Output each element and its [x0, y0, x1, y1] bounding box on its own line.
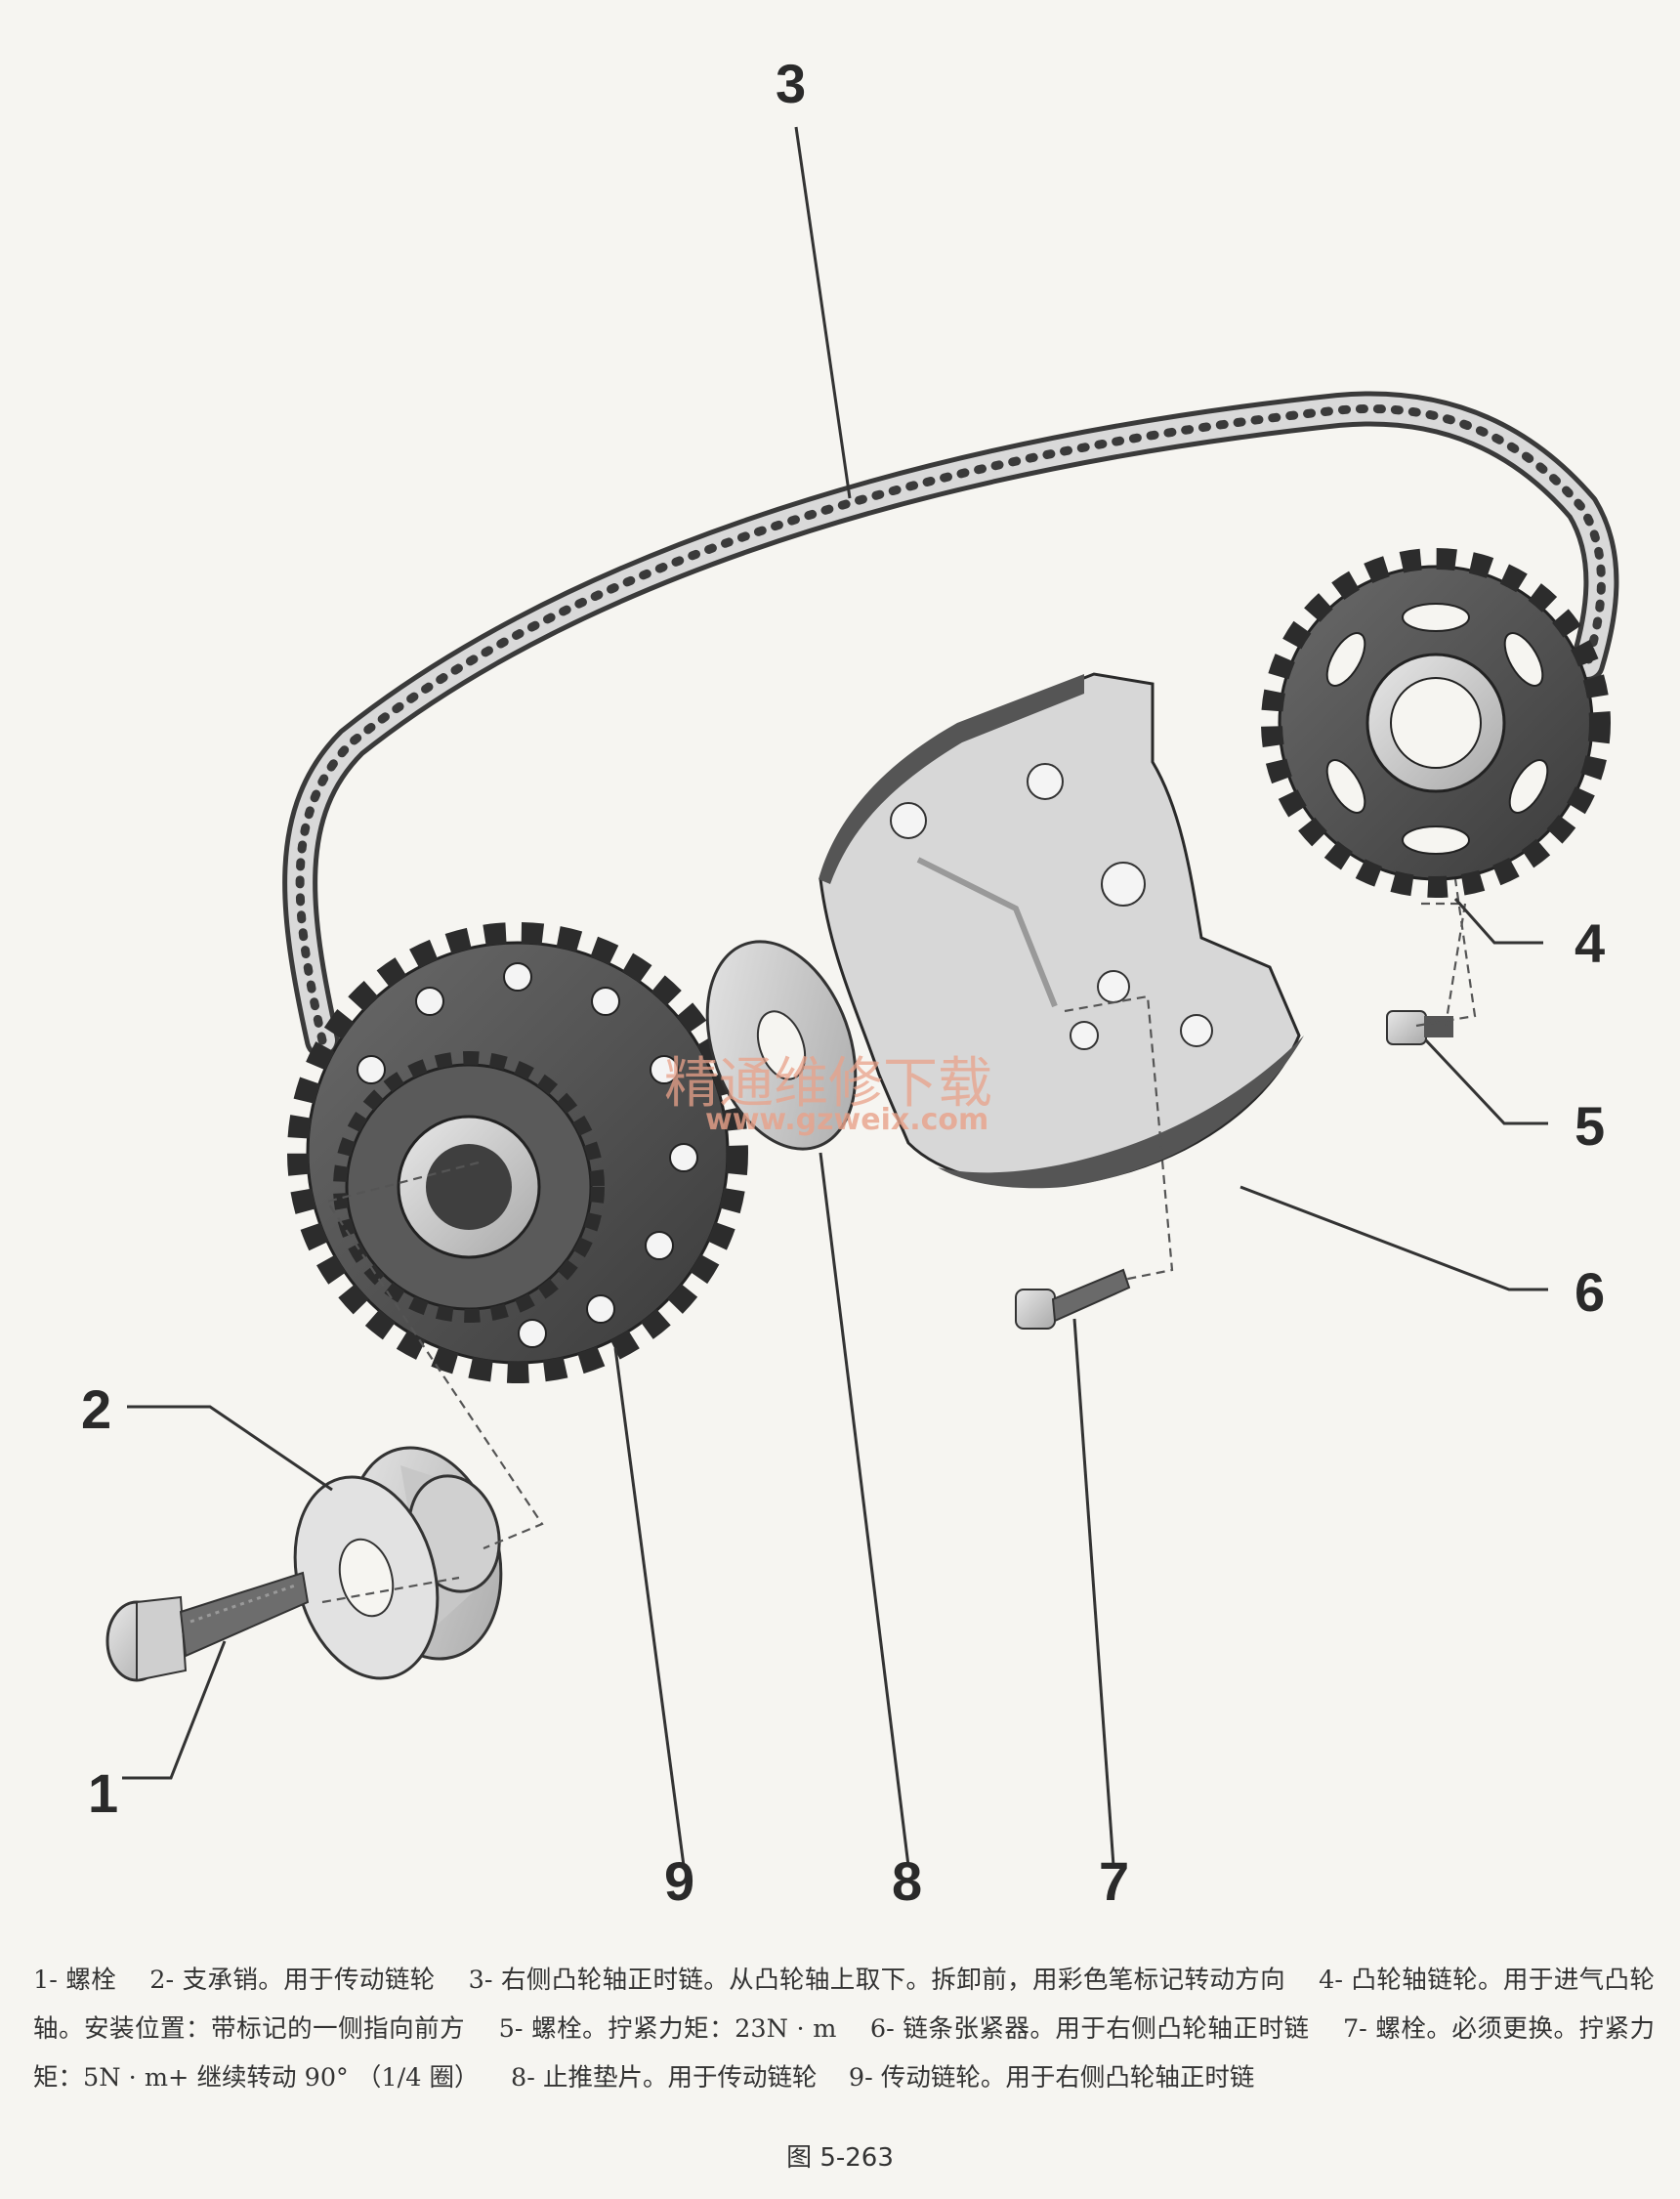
legend-item-2: 2- 支承销。用于传动链轮: [149, 1966, 436, 1995]
watermark-cn: 精通维修下载: [664, 1052, 992, 1116]
callout-5: 5: [1575, 1095, 1605, 1157]
leader-lines: [122, 126, 1548, 1867]
legend-item-9: 9- 传动链轮。用于右侧凸轮轴正时链: [848, 2063, 1255, 2093]
legend-item-6: 6- 链条张紧器。用于右侧凸轮轴正时链: [869, 2014, 1310, 2044]
callout-9: 9: [664, 1850, 694, 1912]
callout-1: 1: [88, 1762, 118, 1824]
chain-tensioner: [819, 672, 1304, 1189]
camshaft-sprocket: [1261, 548, 1611, 898]
callout-8: 8: [892, 1850, 922, 1912]
callout-6: 6: [1575, 1261, 1605, 1323]
figure-number: 图 5-263: [786, 2143, 894, 2173]
legend-item-1: 1- 螺栓: [33, 1966, 117, 1995]
callout-2: 2: [81, 1378, 111, 1440]
thrust-washer: [705, 940, 858, 1151]
assembly-lines: [321, 878, 1477, 1604]
legend-item-5: 5- 螺栓。拧紧力矩：23N · m: [498, 2014, 837, 2044]
legend-item-3: 3- 右侧凸轮轴正时链。从凸轮轴上取下。拆卸前，用彩色笔标记转动方向: [468, 1966, 1286, 1995]
callout-4: 4: [1575, 912, 1605, 974]
exploded-diagram: 精通维修下载 www.gzweix.com 1 2 3 4 5 6 7 8 9: [81, 53, 1619, 1912]
parts-legend: 1- 螺栓 2- 支承销。用于传动链轮 3- 右侧凸轮轴正时链。从凸轮轴上取下。…: [33, 1956, 1655, 2102]
callout-3: 3: [776, 53, 806, 114]
watermark-url: www.gzweix.com: [705, 1103, 988, 1137]
legend-item-4: 4- 凸轮轴链轮。用于进气凸轮轴。安装位置：带标记的一侧指向前方: [33, 1966, 1655, 2044]
bearing-pin: [293, 1446, 503, 1680]
legend-item-7: 7- 螺栓。必须更换。拧紧力矩：5N · m+ 继续转动 90° （1/4 圈）: [33, 2014, 1655, 2093]
callout-numbers: 1 2 3 4 5 6 7 8 9: [81, 53, 1605, 1912]
drive-sprocket: [287, 922, 748, 1383]
legend-item-8: 8- 止推垫片。用于传动链轮: [511, 2063, 818, 2093]
bolt-1: [105, 1571, 310, 1682]
bolt-7: [1015, 1268, 1131, 1330]
timing-chain: [282, 391, 1619, 1058]
bolt-5: [1386, 1010, 1453, 1045]
callout-7: 7: [1099, 1850, 1129, 1912]
watermark: 精通维修下载 www.gzweix.com: [664, 1052, 992, 1137]
